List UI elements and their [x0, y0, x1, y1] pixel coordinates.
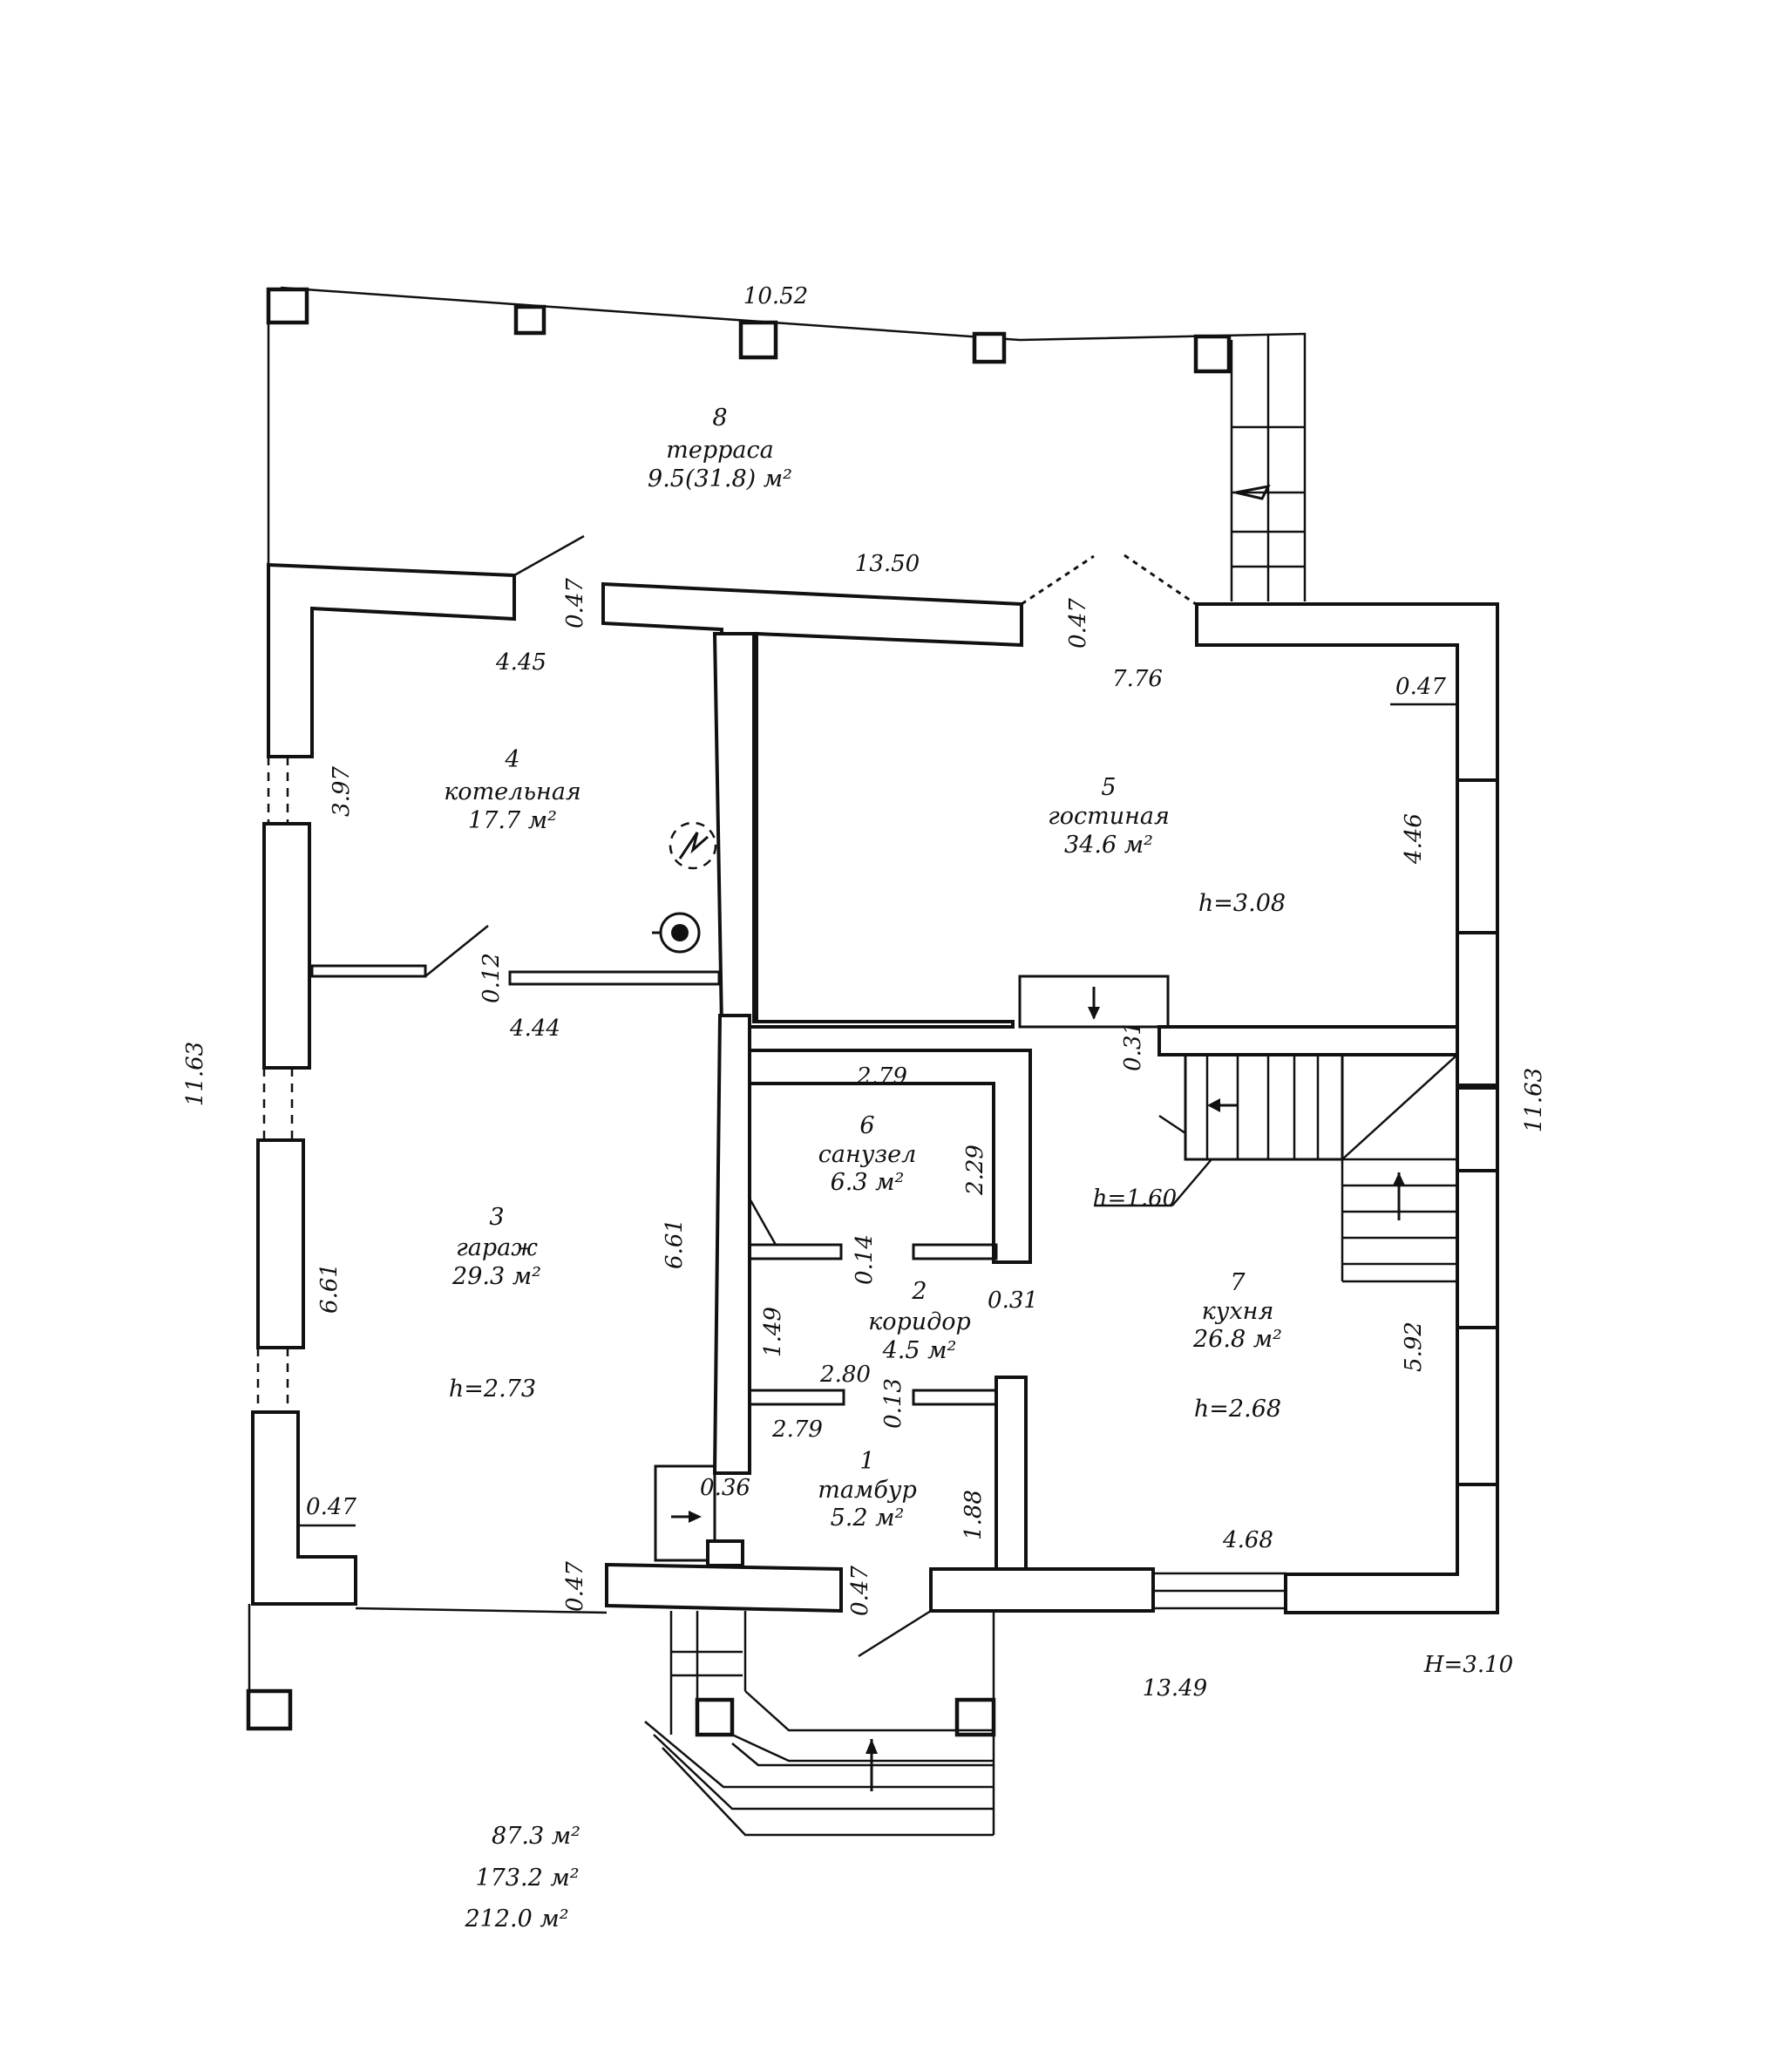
room-number: 8	[712, 404, 727, 431]
room-area: 5.2 м²	[831, 1505, 905, 1532]
dim-garage-wall-bottom: 0.47	[306, 1494, 356, 1520]
dim-kitchen-side: 5.92	[1401, 1321, 1427, 1372]
dim-entrance-wall: 0.47	[847, 1566, 873, 1616]
dimension-labels-vertical: 0.47 0.47 3.97 4.46 0.12 0.31 11.63 11.6…	[182, 578, 1547, 1616]
room-name: тамбур	[818, 1477, 917, 1504]
room-name: гостиная	[1048, 803, 1170, 830]
room-name: котельная	[444, 778, 581, 805]
dim-living-wall: 0.47	[1395, 674, 1446, 700]
dim-living-top: 7.76	[1112, 666, 1163, 692]
room-terrace: 8 терраса 9.5(31.8) м²	[648, 404, 792, 493]
dim-corridor-wall-bottom: 0.13	[880, 1378, 906, 1429]
total-area-2: 173.2 м²	[475, 1865, 579, 1892]
room-area: 26.8 м²	[1192, 1326, 1282, 1353]
dim-building-height: H=3.10	[1423, 1652, 1513, 1678]
staircase	[1094, 1054, 1458, 1283]
dim-corridor-wall-right: 0.31	[988, 1287, 1038, 1314]
dim-boiler-side: 3.97	[329, 766, 355, 817]
dim-boiler-top: 4.45	[495, 649, 546, 676]
doors	[298, 534, 1457, 1658]
dim-terrace-top: 10.52	[743, 283, 808, 309]
dim-living-to-stair: 0.31	[1120, 1021, 1146, 1071]
room-number: 4	[504, 746, 519, 773]
room-vestibule: 1 тамбур 5.2 м²	[818, 1448, 917, 1532]
dim-kitchen-bottom: 4.68	[1222, 1527, 1273, 1553]
room-height: h=3.08	[1198, 890, 1286, 917]
dim-outer-left: 11.63	[182, 1042, 208, 1106]
dim-terrace-wall: 13.50	[855, 551, 920, 577]
room-number: 3	[489, 1204, 504, 1231]
room-name: кухня	[1202, 1298, 1274, 1325]
terrace-columns	[246, 287, 1232, 1737]
dim-boiler-bottom: 4.44	[509, 1016, 560, 1042]
dim-bath-top: 2.79	[856, 1063, 907, 1090]
room-area: 6.3 м²	[831, 1169, 905, 1196]
dim-garage-wall: 6.61	[662, 1219, 688, 1269]
dim-stair-height: h=1.60	[1093, 1185, 1177, 1212]
room-number: 6	[859, 1112, 874, 1139]
dim-vestibule-side: 1.88	[961, 1490, 987, 1540]
room-name: коридор	[868, 1308, 971, 1335]
dim-corridor-wall-top: 0.14	[852, 1234, 878, 1285]
room-number: 5	[1101, 774, 1116, 801]
room-height: h=2.68	[1194, 1396, 1281, 1423]
room-name: терраса	[666, 437, 773, 464]
dim-living-side: 4.46	[1401, 813, 1427, 865]
dim-vestibule-top: 2.79	[771, 1416, 823, 1443]
dim-corridor-bottom: 2.80	[819, 1362, 871, 1388]
room-kitchen: 7 кухня 26.8 м² h=2.68	[1192, 1269, 1282, 1423]
room-area: 4.5 м²	[882, 1337, 957, 1364]
total-area-1: 87.3 м²	[492, 1823, 580, 1850]
room-number: 7	[1230, 1269, 1246, 1296]
room-garage: 3 гараж 29.3 м² h=2.73	[449, 1204, 541, 1403]
room-name: гараж	[456, 1234, 538, 1261]
terrace-outline	[267, 286, 1307, 601]
dim-door-right-top: 0.47	[1065, 598, 1091, 649]
room-height: h=2.73	[449, 1376, 536, 1403]
walls	[251, 562, 1499, 1614]
living-step	[1018, 975, 1170, 1029]
dim-door-left-top: 0.47	[562, 578, 588, 628]
dim-garage-side: 6.61	[316, 1263, 343, 1314]
dim-boiler-wall: 0.12	[479, 953, 505, 1003]
dimension-labels: 10.52 13.50 4.45 7.76 0.47 4.44 2.79 h=1…	[306, 283, 1513, 1702]
room-name: санузел	[818, 1141, 917, 1168]
room-area: 34.6 м²	[1064, 832, 1153, 859]
boiler-equipment	[652, 821, 717, 954]
room-area: 17.7 м²	[468, 807, 557, 834]
room-number: 2	[911, 1278, 927, 1305]
dim-vestibule-wall: 0.36	[700, 1475, 750, 1501]
dim-bath-side: 2.29	[962, 1145, 988, 1196]
dim-garage-door: 0.47	[562, 1561, 588, 1612]
entrance-stairs	[248, 1464, 995, 1837]
dim-outer-right: 11.63	[1521, 1068, 1547, 1132]
windows-left	[256, 757, 294, 1412]
dim-corridor-side: 1.49	[760, 1307, 786, 1357]
total-area-3: 212.0 м²	[464, 1906, 568, 1933]
room-area: 29.3 м²	[451, 1263, 541, 1290]
dim-outer-bottom: 13.49	[1143, 1675, 1207, 1702]
room-corridor: 2 коридор 4.5 м²	[868, 1278, 971, 1364]
room-living: 5 гостиная 34.6 м² h=3.08	[1048, 774, 1286, 917]
room-area: 9.5(31.8) м²	[648, 465, 792, 493]
room-boiler: 4 котельная 17.7 м²	[444, 746, 581, 834]
area-totals: 87.3 м² 173.2 м² 212.0 м²	[464, 1823, 580, 1933]
room-number: 1	[859, 1448, 874, 1475]
room-bathroom: 6 санузел 6.3 м²	[818, 1112, 917, 1196]
